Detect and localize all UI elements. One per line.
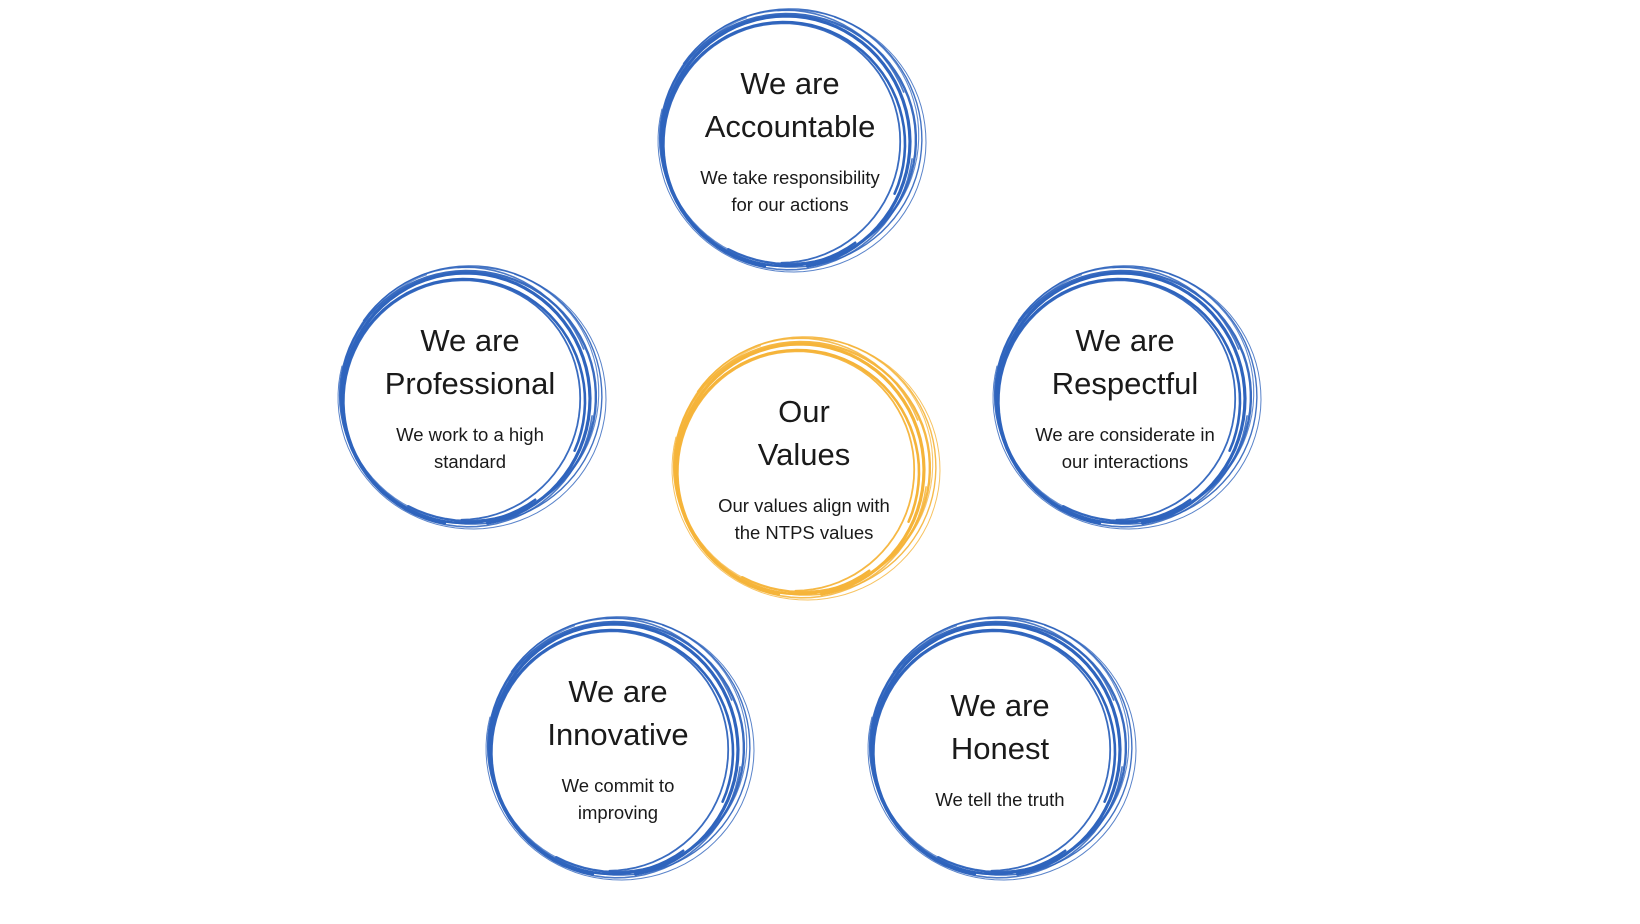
brush-stroke xyxy=(671,337,941,601)
value-title: We are Accountable xyxy=(705,62,876,148)
value-title-line: We are xyxy=(420,323,520,358)
value-title-line: We are xyxy=(568,674,668,709)
value-description: We are considerate in our interactions xyxy=(1035,421,1215,475)
brush-stroke xyxy=(871,628,1117,876)
brush-ring-icon xyxy=(992,265,1262,530)
brush-stroke xyxy=(485,617,755,881)
brush-stroke xyxy=(671,8,923,268)
value-desc-line: our interactions xyxy=(1061,451,1189,472)
value-desc-line: We take responsibility xyxy=(700,167,880,188)
value-innovative: We are Innovative We commit to improving xyxy=(478,608,758,888)
center-desc-line: Our values align with xyxy=(718,495,890,516)
value-title-line: Innovative xyxy=(547,717,689,752)
brush-stroke xyxy=(341,277,587,525)
brush-stroke xyxy=(1006,265,1258,525)
value-description: We take responsibility for our actions xyxy=(700,164,880,218)
value-accountable: We are Accountable We take responsibilit… xyxy=(650,0,930,280)
brush-stroke xyxy=(997,279,1237,521)
brush-ring-icon xyxy=(485,616,755,881)
brush-stroke xyxy=(340,273,600,522)
value-honest: We are Honest We tell the truth xyxy=(860,608,1140,888)
value-desc-line: We tell the truth xyxy=(935,788,1065,810)
brush-stroke xyxy=(489,628,735,876)
value-desc-line: improving xyxy=(577,802,659,823)
value-respectful-text: We are Respectful We are considerate in … xyxy=(1025,257,1225,537)
brush-stroke xyxy=(337,266,607,530)
brush-stroke xyxy=(881,616,1133,876)
brush-stroke xyxy=(488,624,748,873)
brush-stroke xyxy=(340,266,593,528)
value-description: We tell the truth xyxy=(935,786,1064,813)
brush-ring-icon xyxy=(867,616,1137,881)
brush-stroke xyxy=(351,265,603,525)
brush-ring-icon xyxy=(657,8,927,273)
value-title-line: Accountable xyxy=(704,109,876,144)
brush-stroke xyxy=(660,16,920,265)
brush-stroke xyxy=(661,20,907,268)
value-title: We are Respectful xyxy=(1052,319,1198,405)
brush-stroke xyxy=(995,266,1248,528)
brush-stroke xyxy=(870,617,1123,879)
value-desc-line: We work to a high xyxy=(396,424,544,445)
center-title: Our Values xyxy=(758,390,851,476)
brush-stroke xyxy=(499,616,751,876)
value-desc-line: We commit to xyxy=(561,775,675,796)
brush-stroke xyxy=(872,630,1112,872)
value-title: We are Professional xyxy=(385,319,556,405)
center-title-line: Values xyxy=(757,437,851,472)
value-innovative-text: We are Innovative We commit to improving xyxy=(518,608,718,888)
brush-stroke xyxy=(657,9,927,273)
center-desc-line: the NTPS values xyxy=(734,522,874,543)
brush-stroke xyxy=(992,266,1262,530)
brush-stroke xyxy=(342,279,582,521)
value-desc-line: standard xyxy=(433,451,506,472)
brush-stroke xyxy=(674,344,934,593)
value-title-line: We are xyxy=(740,66,840,101)
brush-stroke xyxy=(662,22,902,264)
value-center-our-values: Our Values Our values align with the NTP… xyxy=(664,328,944,608)
value-title-line: Professional xyxy=(384,366,556,401)
center-title-line: Our xyxy=(778,394,830,429)
brush-stroke xyxy=(490,630,730,872)
value-description: We work to a high standard xyxy=(396,421,544,475)
center-text: Our Values Our values align with the NTP… xyxy=(704,328,904,608)
value-title-line: Respectful xyxy=(1051,366,1199,401)
value-honest-text: We are Honest We tell the truth xyxy=(900,608,1100,888)
brush-stroke xyxy=(675,348,921,596)
value-title-line: Honest xyxy=(950,730,1050,766)
brush-ring-icon xyxy=(337,265,607,530)
center-description: Our values align with the NTPS values xyxy=(718,492,890,546)
brush-stroke xyxy=(870,624,1130,873)
value-title: We are Innovative xyxy=(547,670,688,756)
value-professional-text: We are Professional We work to a high st… xyxy=(370,257,570,537)
value-respectful: We are Respectful We are considerate in … xyxy=(985,257,1265,537)
value-description: We commit to improving xyxy=(562,772,675,826)
value-title: We are Honest xyxy=(950,684,1049,770)
value-accountable-text: We are Accountable We take responsibilit… xyxy=(690,0,890,280)
brush-ring-icon xyxy=(671,336,941,601)
brush-stroke xyxy=(674,337,927,599)
value-title-line: We are xyxy=(1075,323,1175,358)
brush-stroke xyxy=(867,617,1137,881)
brush-stroke xyxy=(685,336,937,596)
value-desc-line: We are considerate in xyxy=(1035,424,1215,445)
brush-stroke xyxy=(488,617,741,879)
brush-stroke xyxy=(995,273,1255,522)
value-professional: We are Professional We work to a high st… xyxy=(330,257,610,537)
value-desc-line: for our actions xyxy=(731,194,849,215)
brush-stroke xyxy=(676,350,916,592)
brush-stroke xyxy=(996,277,1242,525)
value-title-line: We are xyxy=(950,687,1050,723)
brush-stroke xyxy=(660,9,913,271)
